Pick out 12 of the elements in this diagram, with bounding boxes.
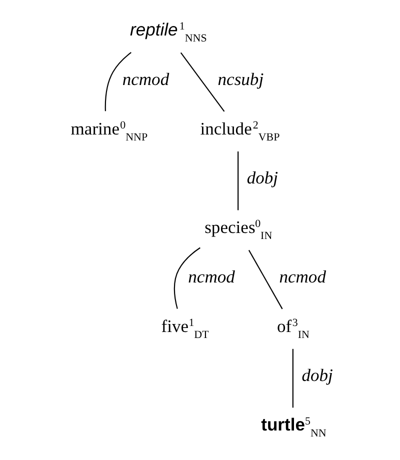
edge-label: ncmod [278,266,326,286]
edge-label: ncmod [188,266,234,286]
connector [180,52,224,112]
connector [292,348,293,408]
connector [248,250,282,310]
edge-label: dobj [246,168,278,188]
connector [237,151,238,210]
connector [173,247,200,309]
connector [104,52,131,112]
edge-label: ncmod [122,68,169,89]
edge-label: ncsubj [217,68,264,89]
edge-label: dobj [301,365,332,386]
